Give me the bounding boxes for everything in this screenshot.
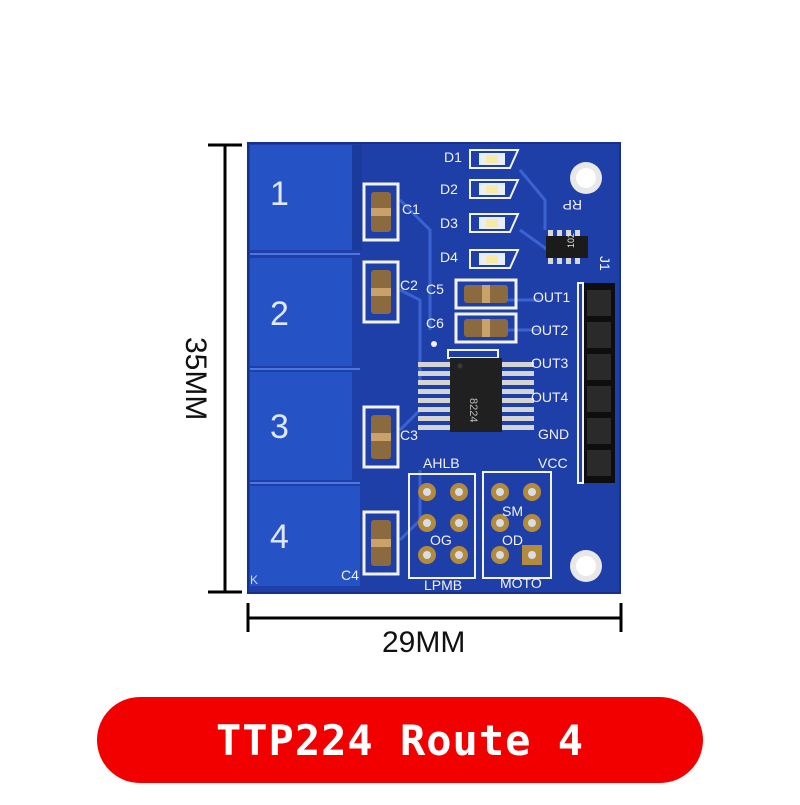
- label-sm: SM: [502, 503, 523, 519]
- jumper-block-left: [408, 473, 476, 579]
- label-c4: C4: [341, 567, 359, 583]
- resistor-marking: 102: [566, 233, 576, 248]
- label-d3: D3: [440, 215, 458, 231]
- height-dimension-label: 35MM: [179, 337, 212, 421]
- label-c1: C1: [402, 201, 420, 217]
- led-d4: [469, 249, 520, 269]
- mounting-hole-top: [570, 162, 602, 194]
- label-d4: D4: [440, 249, 458, 265]
- jumper-block-right: [482, 471, 552, 579]
- product-banner: TTP224 Route 4: [97, 697, 703, 783]
- label-c6: C6: [426, 315, 444, 331]
- touch-pad-2: [250, 258, 352, 366]
- touch-pad-3: [250, 372, 352, 480]
- label-d2: D2: [440, 181, 458, 197]
- touch-pads: [250, 145, 362, 586]
- mounting-hole-bottom: [570, 550, 602, 582]
- touch-pad-4: [250, 486, 360, 586]
- capacitor-c6: [454, 312, 518, 344]
- label-d1: D1: [444, 149, 462, 165]
- width-dimension-line: [246, 603, 623, 632]
- led-d3: [469, 213, 520, 233]
- product-banner-text: TTP224 Route 4: [215, 715, 584, 765]
- pad-label-1: 1: [270, 175, 289, 213]
- width-dimension-label: 29MM: [382, 626, 466, 659]
- label-out3: OUT3: [531, 355, 569, 371]
- label-vcc: VCC: [538, 455, 568, 471]
- label-out1: OUT1: [533, 289, 571, 305]
- capacitor-c5: [454, 278, 518, 310]
- pin-header-j1: [583, 283, 615, 483]
- label-gnd: GND: [538, 426, 569, 442]
- pcb-traces: [398, 169, 549, 542]
- ic-chip-ttp224: [418, 341, 534, 432]
- label-rp: RP: [563, 197, 582, 213]
- height-dimension-line: [208, 143, 242, 594]
- capacitor-c4: [362, 510, 400, 576]
- chip-marking: 8224: [467, 398, 479, 422]
- label-c3: C3: [400, 427, 418, 443]
- pad-label-3: 3: [270, 408, 289, 446]
- label-od: OD: [502, 532, 523, 548]
- capacitor-c2: [362, 260, 400, 324]
- label-out4: OUT4: [531, 389, 569, 405]
- resistor-rp: [546, 230, 588, 264]
- label-c5: C5: [426, 281, 444, 297]
- label-lpmb: LPMB: [424, 577, 462, 593]
- k-mark: K: [250, 573, 258, 587]
- label-ahlb: AHLB: [423, 455, 460, 471]
- label-c2: C2: [400, 277, 418, 293]
- label-moto: MOTO: [500, 575, 542, 591]
- led-d1: [469, 149, 520, 169]
- label-j1: J1: [597, 256, 613, 271]
- label-out2: OUT2: [531, 322, 569, 338]
- capacitor-c1: [362, 182, 400, 242]
- touch-pad-1: [250, 145, 352, 250]
- pad-label-4: 4: [270, 518, 289, 556]
- led-d2: [469, 179, 520, 199]
- label-og: OG: [430, 532, 452, 548]
- pad-label-2: 2: [270, 295, 289, 333]
- capacitor-c3: [362, 405, 400, 469]
